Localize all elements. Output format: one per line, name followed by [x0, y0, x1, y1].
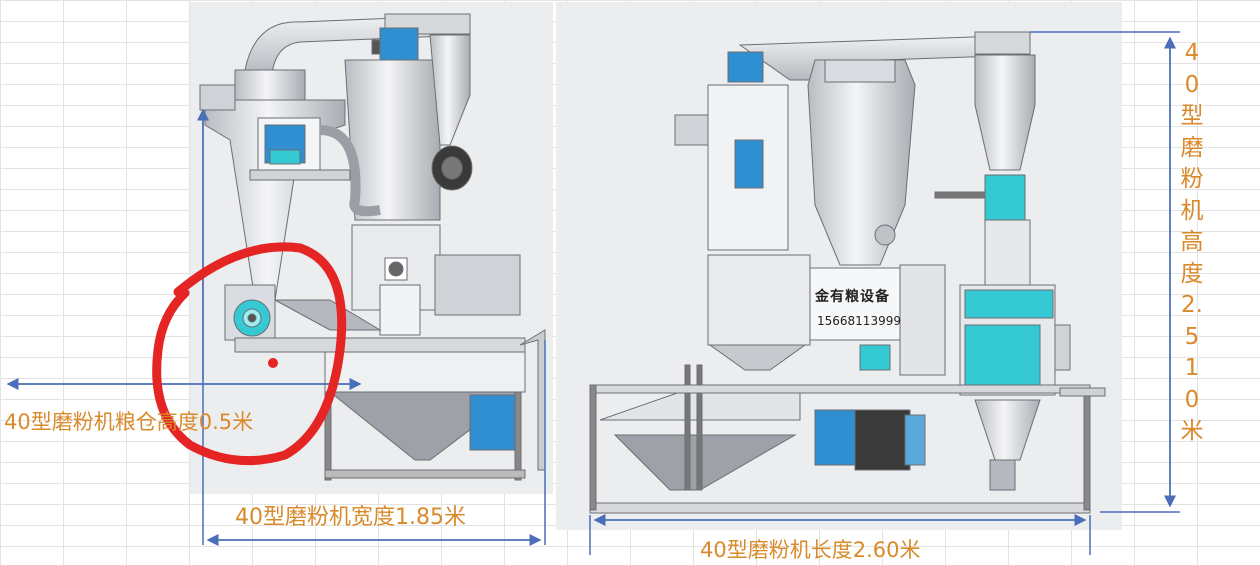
height-label: 40型磨粉机高度2.510米: [1180, 40, 1204, 444]
dimension-lines: [6, 31, 1180, 555]
center-cyclone: [807, 59, 916, 266]
front-top-motor: [727, 51, 764, 83]
feeder: [984, 174, 1026, 221]
front-hopper: [613, 434, 797, 491]
top-motor: [379, 27, 419, 61]
right-cyclone: [974, 54, 1036, 171]
length-label: 40型磨粉机长度2.60米: [700, 538, 921, 562]
machine-phone-text: 15668113999: [817, 314, 901, 328]
width-label: 40型磨粉机宽度1.85米: [235, 505, 466, 530]
bin-height-label: 40型磨粉机粮仓高度0.5米: [4, 410, 254, 434]
name-plate: [809, 267, 903, 341]
front-view-machine: [589, 31, 1106, 514]
side-view-machine: [199, 13, 546, 481]
highlight-circle: [152, 242, 347, 466]
mid-body: [707, 254, 811, 346]
machine-brand-text: 金有粮设备: [815, 289, 890, 305]
front-bottom-motor: [814, 409, 856, 466]
